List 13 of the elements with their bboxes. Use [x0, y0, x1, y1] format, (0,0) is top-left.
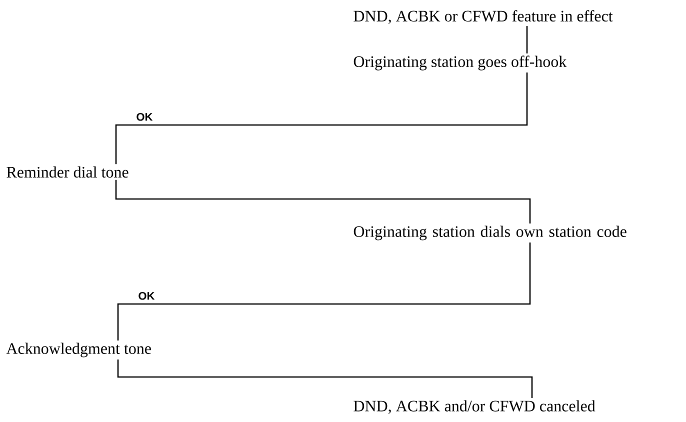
step-text: DND, ACBK or CFWD feature in effect: [354, 10, 613, 24]
step-text: Originating station goes off-hook: [354, 56, 567, 70]
edge-label: OK: [135, 112, 154, 122]
connector-line: [117, 242, 531, 340]
edge-label: OK: [137, 291, 156, 301]
connector-line: [526, 26, 528, 54]
connector-line: [117, 359, 533, 398]
step-text: Originating station dials own station code: [354, 226, 626, 240]
connector-line: [115, 180, 531, 224]
connector-line: [115, 72, 528, 164]
step-text: DND, ACBK and/or CFWD canceled: [354, 400, 596, 414]
step-text: Reminder dial tone: [6, 166, 128, 178]
step-text: Acknowledgment tone: [6, 342, 151, 358]
